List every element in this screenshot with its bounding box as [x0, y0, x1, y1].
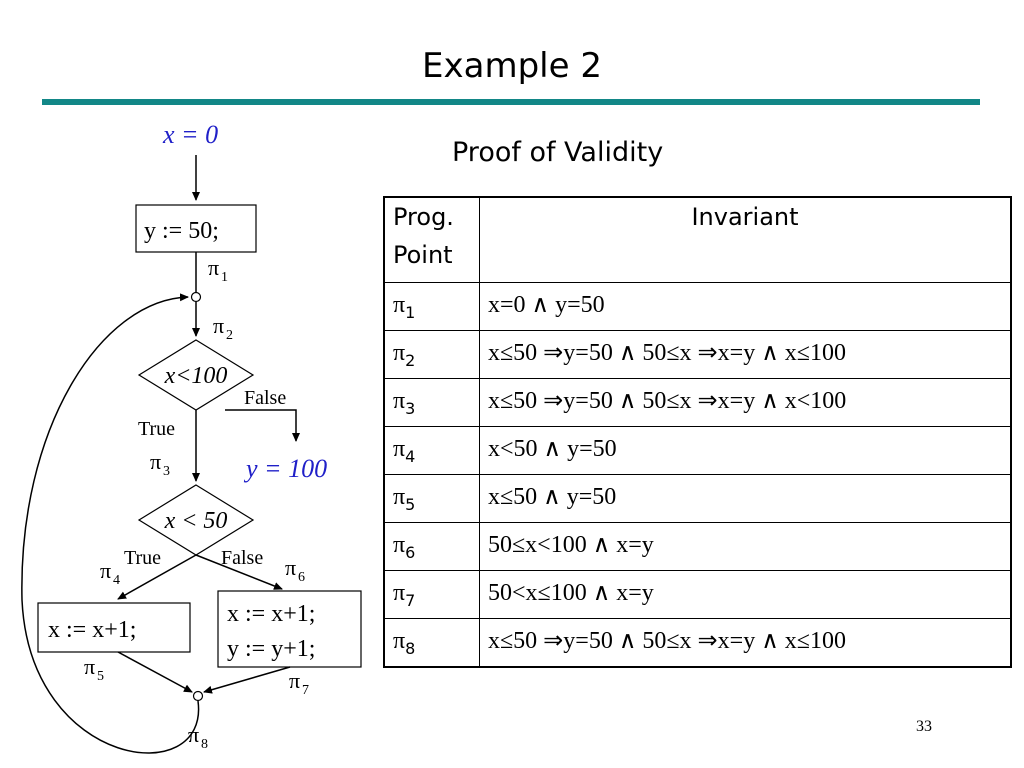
edge-cond1-false	[225, 409, 300, 442]
edge-cond2-false	[195, 554, 283, 590]
cond2-text: x < 50	[164, 508, 228, 534]
exit-annotation: y = 100	[243, 454, 327, 483]
svg-text:1: 1	[221, 270, 228, 285]
label-true-2: True	[124, 547, 161, 569]
left-assign-text: x := x+1;	[48, 617, 136, 643]
table-header-row: Prog. Point Invariant	[383, 196, 1012, 283]
pi3-label: π 3	[150, 449, 170, 479]
edge-left-join	[117, 651, 193, 693]
prog-point-cell: π1	[383, 282, 480, 331]
svg-text:π: π	[213, 313, 224, 338]
svg-text:3: 3	[163, 464, 170, 479]
header-point: Point	[393, 241, 453, 269]
svg-text:5: 5	[97, 669, 104, 684]
header-invariant: Invariant	[479, 196, 1012, 283]
invariant-cell: 50<x≤100 ∧ x=y	[479, 570, 1012, 619]
svg-text:4: 4	[113, 573, 120, 588]
pi6-label: π 6	[285, 555, 305, 585]
svg-text:6: 6	[298, 570, 305, 585]
title-rule	[42, 99, 980, 105]
join-node-top	[190, 291, 202, 303]
label-false-1: False	[244, 387, 286, 409]
invariant-cell: 50≤x<100 ∧ x=y	[479, 522, 1012, 571]
edge-right-join	[203, 666, 291, 694]
init-annotation: x = 0	[162, 120, 218, 149]
pi4-label: π 4	[100, 558, 120, 588]
invariant-cell: x≤50 ⇒y=50 ∧ 50≤x ⇒x=y ∧ x<100	[479, 378, 1012, 427]
svg-text:π: π	[150, 449, 161, 474]
assign-y-box	[135, 204, 257, 253]
prog-point-cell: π6	[383, 522, 480, 571]
svg-text:2: 2	[226, 328, 233, 343]
pi8-label: π 8	[188, 722, 208, 752]
invariant-cell: x<50 ∧ y=50	[479, 426, 1012, 475]
right-assign-box	[217, 590, 362, 668]
pi5-label: π 5	[84, 654, 104, 684]
left-assign-box	[37, 602, 191, 653]
svg-text:π: π	[84, 654, 95, 679]
invariant-cell: x≤50 ⇒y=50 ∧ 50≤x ⇒x=y ∧ x≤100	[479, 330, 1012, 379]
prog-point-cell: π2	[383, 330, 480, 379]
invariant-cell: x=0 ∧ y=50	[479, 282, 1012, 331]
page-number: 33	[916, 718, 932, 735]
slide-title: Example 2	[422, 46, 602, 86]
header-prog-point: Prog. Point	[383, 196, 480, 283]
prog-point-cell: π8	[383, 618, 480, 668]
svg-text:π: π	[285, 555, 296, 580]
prog-point-cell: π7	[383, 570, 480, 619]
svg-text:7: 7	[302, 683, 309, 698]
pi2-label: π 2	[213, 313, 233, 343]
pi7-label: π 7	[289, 668, 309, 698]
edge-loop-back	[21, 293, 200, 754]
prog-point-cell: π4	[383, 426, 480, 475]
assign-y-text: y := 50;	[144, 218, 219, 244]
svg-text:π: π	[188, 722, 199, 747]
svg-text:π: π	[100, 558, 111, 583]
svg-text:π: π	[289, 668, 300, 693]
cond1-text: x<100	[164, 363, 228, 389]
invariant-cell: x≤50 ⇒y=50 ∧ 50≤x ⇒x=y ∧ x≤100	[479, 618, 1012, 668]
invariant-cell: x≤50 ∧ y=50	[479, 474, 1012, 523]
subtitle: Proof of Validity	[452, 137, 664, 168]
prog-point-cell: π5	[383, 474, 480, 523]
edge-cond2-true	[117, 554, 197, 600]
label-true-1: True	[138, 418, 175, 440]
right-assign-text-1: x := x+1;	[227, 601, 315, 627]
right-assign-text-2: y := y+1;	[227, 636, 315, 662]
svg-text:8: 8	[201, 737, 208, 752]
pi1-label: π 1	[208, 255, 228, 285]
svg-text:π: π	[208, 255, 219, 280]
prog-point-cell: π3	[383, 378, 480, 427]
label-false-2: False	[221, 547, 263, 569]
join-node-bottom	[192, 690, 204, 702]
header-prog: Prog.	[393, 203, 454, 231]
